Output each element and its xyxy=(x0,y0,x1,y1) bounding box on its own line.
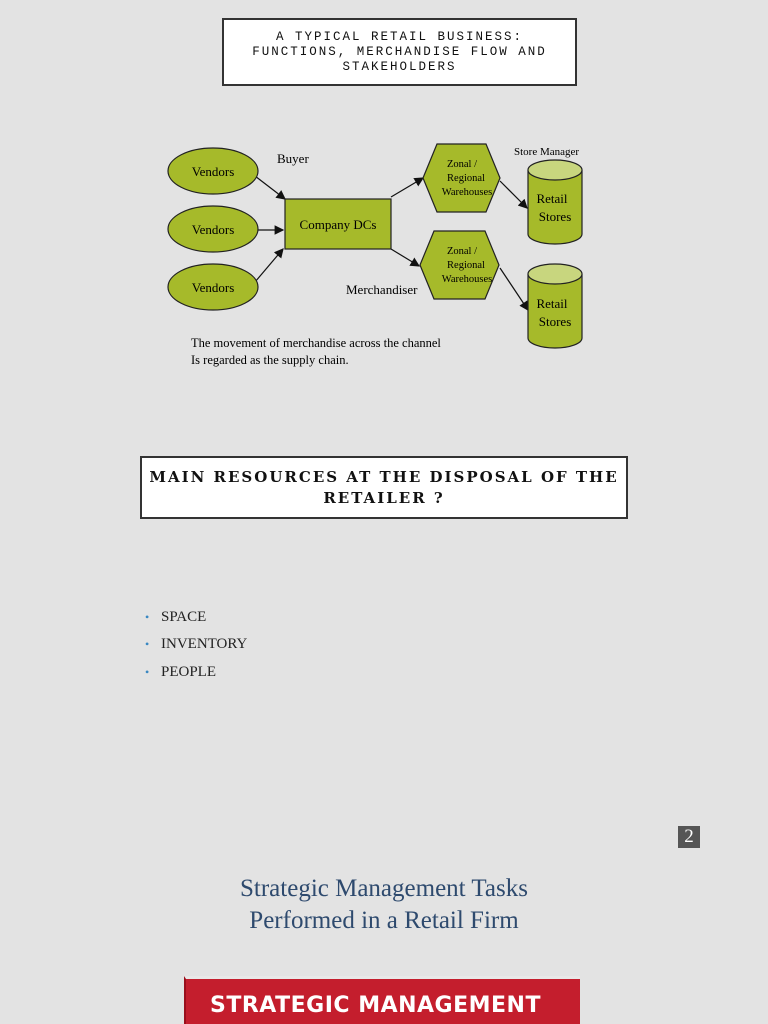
resources-list: • SPACE • INVENTORY • PEOPLE xyxy=(145,603,247,686)
slide1-title-box: A TYPICAL RETAIL BUSINESS: FUNCTIONS, ME… xyxy=(222,18,577,86)
warehouse2-line-1: Zonal / xyxy=(447,246,477,257)
retail-store-node-2: Retail Stores xyxy=(527,263,583,349)
slide1-title-line-3: STAKEHOLDERS xyxy=(342,59,457,74)
bullet-icon: • xyxy=(145,609,150,624)
slide3-title-line-1: Strategic Management Tasks xyxy=(240,875,528,902)
slide3-title-line-2: Performed in a Retail Firm xyxy=(249,907,519,934)
vendor-label-1: Vendors xyxy=(192,164,235,179)
warehouse-node-1: Zonal / Regional Warehouses xyxy=(422,143,501,213)
merchandiser-label: Merchandiser xyxy=(346,282,418,297)
list-item-label: SPACE xyxy=(161,608,207,625)
vendor-label-2: Vendors xyxy=(192,222,235,237)
page-number-badge: 2 xyxy=(678,826,700,848)
store1-line-2: Stores xyxy=(539,209,572,224)
warehouse2-line-2: Regional xyxy=(447,260,485,271)
arrow-vendor1-dc xyxy=(254,175,286,200)
bullet-icon: • xyxy=(145,664,150,679)
warehouse1-line-3: Warehouses xyxy=(442,187,492,198)
vendor-label-3: Vendors xyxy=(192,280,235,295)
slide2-heading-box: MAIN RESOURCES AT THE DISPOSAL OF THE RE… xyxy=(140,456,628,519)
list-item: • SPACE xyxy=(145,603,247,631)
slide1-title-line-1: A TYPICAL RETAIL BUSINESS: xyxy=(275,29,524,44)
supply-chain-diagram: Vendors Vendors Vendors Buyer Company DC… xyxy=(167,143,583,367)
warehouse1-line-2: Regional xyxy=(447,173,485,184)
list-item: • INVENTORY xyxy=(145,631,247,659)
vendor-node-1: Vendors xyxy=(167,147,259,195)
arrow-dc-warehouse1 xyxy=(390,177,425,198)
company-dc-label: Company DCs xyxy=(300,217,377,232)
list-item-label: INVENTORY xyxy=(161,636,248,653)
vendor-node-3: Vendors xyxy=(167,263,259,311)
company-dc-node: Company DCs xyxy=(284,198,392,250)
slide1-title-line-2: FUNCTIONS, MERCHANDISE FLOW AND xyxy=(252,44,547,59)
bullet-icon: • xyxy=(145,637,150,652)
arrow-vendor3-dc xyxy=(254,248,284,283)
store1-line-1: Retail xyxy=(536,191,567,206)
slide2-heading-line-2: RETAILER ? xyxy=(323,488,445,507)
slide2-heading-line-1: MAIN RESOURCES AT THE DISPOSAL OF THE xyxy=(149,467,619,486)
strategic-management-banner: STRATEGIC MANAGEMENT xyxy=(184,976,580,1024)
warehouse-node-2: Zonal / Regional Warehouses xyxy=(419,230,500,300)
warehouse1-line-1: Zonal / xyxy=(447,159,477,170)
arrow-warehouse1-store1 xyxy=(499,180,528,209)
banner-text: STRATEGIC MANAGEMENT xyxy=(210,993,541,1018)
store-manager-label: Store Manager xyxy=(514,146,579,158)
buyer-label: Buyer xyxy=(277,151,309,166)
flow-arrows xyxy=(254,175,529,311)
list-item-label: PEOPLE xyxy=(161,663,217,680)
caption-line-1: The movement of merchandise across the c… xyxy=(191,336,441,350)
vendor-node-2: Vendors xyxy=(167,205,259,253)
arrow-warehouse2-store2 xyxy=(499,267,529,311)
store2-line-2: Stores xyxy=(539,314,572,329)
caption-line-2: Is regarded as the supply chain. xyxy=(191,353,349,367)
warehouse2-line-3: Warehouses xyxy=(442,274,492,285)
slide3-title: Strategic Management Tasks Performed in … xyxy=(0,873,768,937)
store2-line-1: Retail xyxy=(536,296,567,311)
arrow-dc-warehouse2 xyxy=(390,248,421,267)
retail-store-node-1: Retail Stores xyxy=(527,159,583,245)
list-item: • PEOPLE xyxy=(145,658,247,686)
